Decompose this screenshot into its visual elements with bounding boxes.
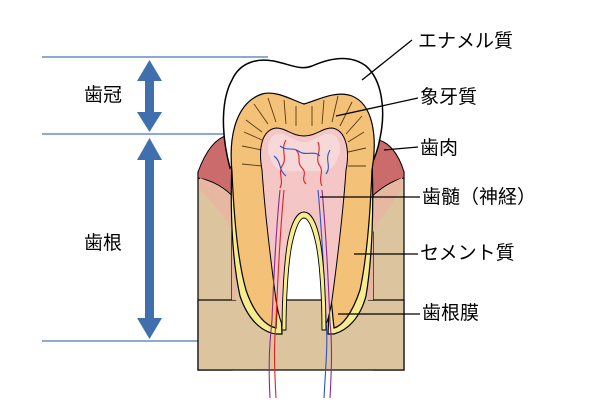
label-crown: 歯冠	[84, 84, 123, 106]
label-pulp: 歯髄（神経）	[422, 186, 537, 208]
label-gum: 歯肉	[420, 137, 459, 159]
leader-lines	[320, 39, 420, 315]
label-dentin: 象牙質	[420, 86, 478, 108]
label-cementum: セメント質	[420, 242, 515, 264]
jaw-bone-base	[197, 299, 405, 371]
label-ligament: 歯根膜	[422, 302, 480, 324]
crown-arrow	[137, 60, 162, 132]
inner-root-cementum	[281, 211, 327, 331]
gum-inner	[200, 178, 402, 300]
root-arrow	[137, 138, 162, 339]
label-enamel: エナメル質	[418, 30, 514, 52]
label-root: 歯根	[84, 232, 123, 254]
